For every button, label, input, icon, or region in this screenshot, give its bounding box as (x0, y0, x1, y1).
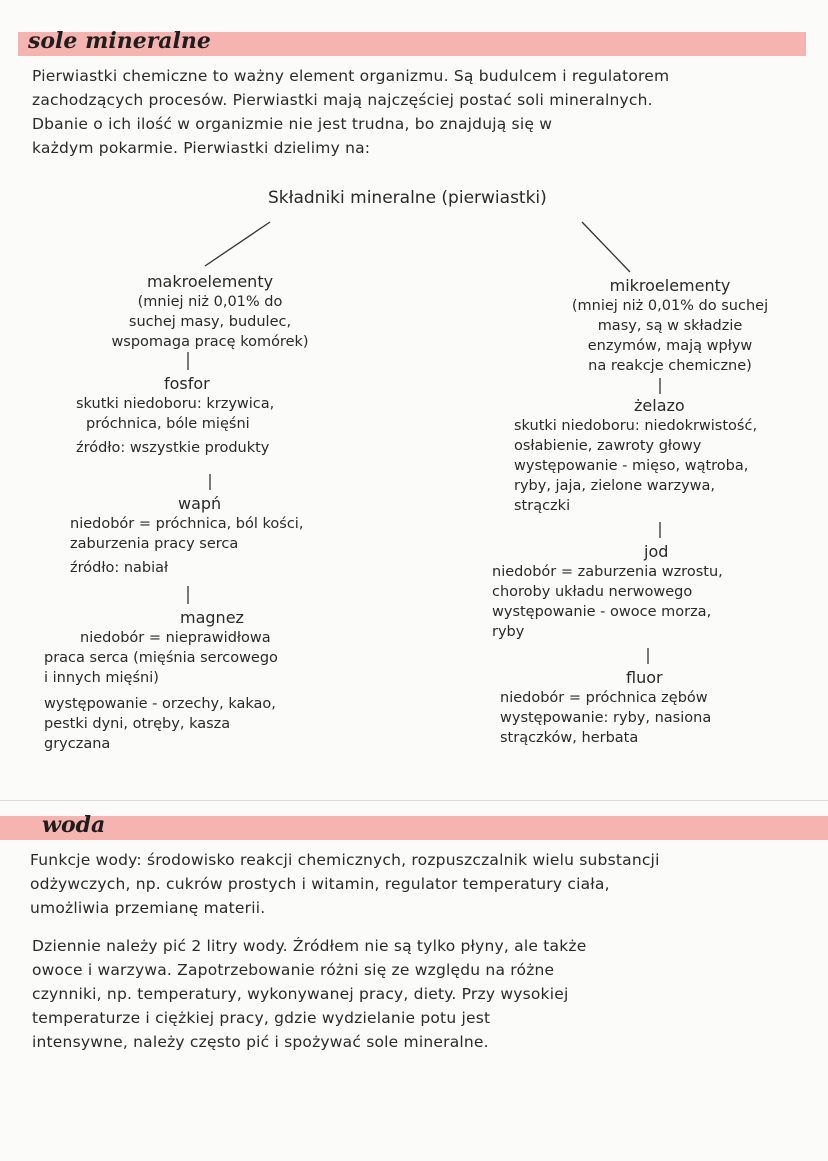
element-line: występowanie - orzechy, kakao, (44, 696, 276, 712)
element-line: strączków, herbata (500, 730, 639, 746)
element-line: praca serca (mięśnia sercowego (44, 650, 278, 666)
element-line: źródło: wszystkie produkty (76, 440, 270, 456)
water-line: temperaturze i ciężkiej pracy, gdzie wyd… (32, 1009, 491, 1027)
element-line: ryby (492, 624, 525, 640)
element-name: magnez (180, 608, 244, 627)
intro-paragraph: Pierwiastki chemiczne to ważny element o… (32, 64, 669, 160)
element-jod: jod niedobór = zaburzenia wzrostu, choro… (492, 542, 723, 642)
macro-desc-line: suchej masy, budulec, (128, 314, 292, 330)
water-functions-paragraph: Funkcje wody: środowisko reakcji chemicz… (30, 848, 660, 920)
intro-line: zachodzących procesów. Pierwiastki mają … (32, 91, 653, 109)
element-line: skutki niedoboru: niedokrwistość, (514, 418, 758, 434)
macro-desc-line: (mniej niż 0,01% do (137, 294, 283, 310)
macro-header: makroelementy (mniej niż 0,01% do suchej… (80, 272, 340, 352)
element-line: próchnica, bóle mięśni (86, 416, 250, 432)
element-line: niedobór = nieprawidłowa (80, 630, 271, 646)
element-line: skutki niedoboru: krzywica, (76, 396, 275, 412)
element-line: osłabienie, zawroty głowy (514, 438, 702, 454)
water-line: umożliwia przemianę materii. (30, 899, 266, 917)
section-heading-woda: woda (42, 812, 106, 838)
water-line: odżywczych, np. cukrów prostych i witami… (30, 875, 610, 893)
intro-line: każdym pokarmie. Pierwiastki dzielimy na… (32, 139, 371, 157)
element-line: niedobór = próchnica zębów (500, 690, 708, 706)
element-name: fosfor (164, 374, 210, 393)
heading-highlight (0, 816, 828, 840)
micro-desc-line: masy, są w składzie (597, 318, 743, 334)
section-heading-sole-mineralne: sole mineralne (28, 28, 211, 54)
section-divider (0, 800, 828, 801)
element-line: źródło: nabiał (70, 560, 169, 576)
water-intake-paragraph: Dziennie należy pić 2 litry wody. Źródłe… (32, 934, 586, 1054)
element-line: gryczana (44, 736, 111, 752)
macro-title: makroelementy (146, 272, 274, 291)
water-line: intensywne, należy często pić i spożywać… (32, 1033, 489, 1051)
element-fluor: fluor niedobór = próchnica zębów występo… (500, 668, 711, 748)
element-name: wapń (178, 494, 222, 513)
element-line: niedobór = próchnica, ból kości, (70, 516, 304, 532)
element-line: choroby układu nerwowego (492, 584, 693, 600)
element-name: jod (644, 542, 669, 561)
element-name: fluor (626, 668, 663, 687)
micro-desc-line: na reakcje chemiczne) (588, 358, 752, 374)
element-line: i innych mięśni) (44, 670, 159, 686)
diagram-title: Składniki mineralne (pierwiastki) (268, 188, 547, 208)
micro-header: mikroelementy (mniej niż 0,01% do suchej… (540, 276, 800, 376)
element-line: niedobór = zaburzenia wzrostu, (492, 564, 723, 580)
micro-desc-line: enzymów, mają wpływ (587, 338, 753, 354)
heading-highlight (18, 32, 806, 56)
branch-right-line (581, 221, 631, 273)
water-line: owoce i warzywa. Zapotrzebowanie różni s… (32, 961, 555, 979)
element-line: strączki (514, 498, 571, 514)
micro-desc-line: (mniej niż 0,01% do suchej (571, 298, 769, 314)
element-line: pestki dyni, otręby, kasza (44, 716, 231, 732)
element-name: żelazo (634, 396, 685, 415)
micro-title: mikroelementy (609, 276, 731, 295)
water-line: Funkcje wody: środowisko reakcji chemicz… (30, 851, 660, 869)
element-wapn: wapń niedobór = próchnica, ból kości, za… (70, 494, 303, 578)
element-magnez: magnez niedobór = nieprawidłowa praca se… (44, 608, 278, 754)
water-line: Dziennie należy pić 2 litry wody. Źródłe… (32, 937, 587, 955)
element-line: występowanie - mięso, wątroba, (514, 458, 749, 474)
water-line: czynniki, np. temperatury, wykonywanej p… (32, 985, 569, 1003)
macro-desc-line: wspomaga pracę komórek) (111, 334, 309, 350)
element-fosfor: fosfor skutki niedoboru: krzywica, próch… (76, 374, 274, 458)
element-line: zaburzenia pracy serca (70, 536, 239, 552)
element-zelazo: żelazo skutki niedoboru: niedokrwistość,… (514, 396, 757, 516)
branch-left-line (204, 221, 271, 267)
element-line: ryby, jaja, zielone warzywa, (514, 478, 716, 494)
intro-line: Pierwiastki chemiczne to ważny element o… (32, 67, 670, 85)
element-line: występowanie: ryby, nasiona (500, 710, 712, 726)
element-line: występowanie - owoce morza, (492, 604, 712, 620)
intro-line: Dbanie o ich ilość w organizmie nie jest… (32, 115, 553, 133)
